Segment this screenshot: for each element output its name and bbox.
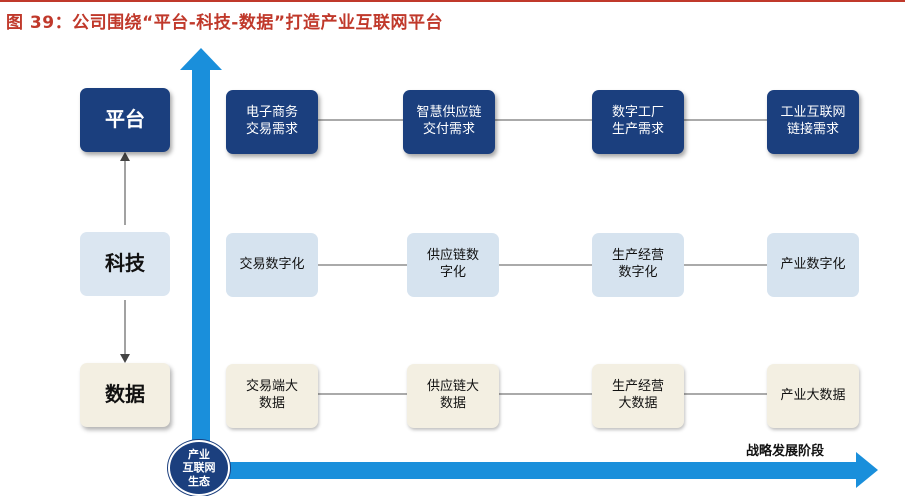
technology-cell-trade: 交易数字化 xyxy=(226,233,318,297)
data-cell-trade: 交易端大 数据 xyxy=(226,364,318,428)
arrowhead-up xyxy=(120,152,130,161)
platform-cell-industrial-internet: 工业互联网 链接需求 xyxy=(767,90,859,154)
technology-cell-production: 生产经营 数字化 xyxy=(592,233,684,297)
technology-cell-industry: 产业数字化 xyxy=(767,233,859,297)
data-cell-supply-chain: 供应链大 数据 xyxy=(407,364,499,428)
x-axis-arrowhead xyxy=(856,452,878,488)
arrowhead-down xyxy=(120,354,130,363)
platform-cell-digital-factory: 数字工厂 生产需求 xyxy=(592,90,684,154)
x-axis-label: 战略发展阶段 xyxy=(746,444,825,459)
platform-cell-ecommerce: 电子商务 交易需求 xyxy=(226,90,318,154)
x-axis-shaft xyxy=(200,462,858,479)
technology-box: 科技 xyxy=(80,232,170,296)
platform-cell-supply-chain: 智慧供应链 交付需求 xyxy=(403,90,495,154)
title-rule xyxy=(0,0,905,2)
platform-box: 平台 xyxy=(80,88,170,152)
data-cell-industry: 产业大数据 xyxy=(767,364,859,428)
data-box: 数据 xyxy=(80,363,170,427)
origin-ecosystem-badge: 产业 互联网 生态 xyxy=(168,440,230,496)
y-axis-shaft xyxy=(192,68,210,468)
y-axis-arrowhead xyxy=(180,48,222,70)
data-cell-production: 生产经营 大数据 xyxy=(592,364,684,428)
technology-cell-supply-chain: 供应链数 字化 xyxy=(407,233,499,297)
figure-title: 图 39：公司围绕“平台-科技-数据”打造产业互联网平台 xyxy=(6,13,444,33)
